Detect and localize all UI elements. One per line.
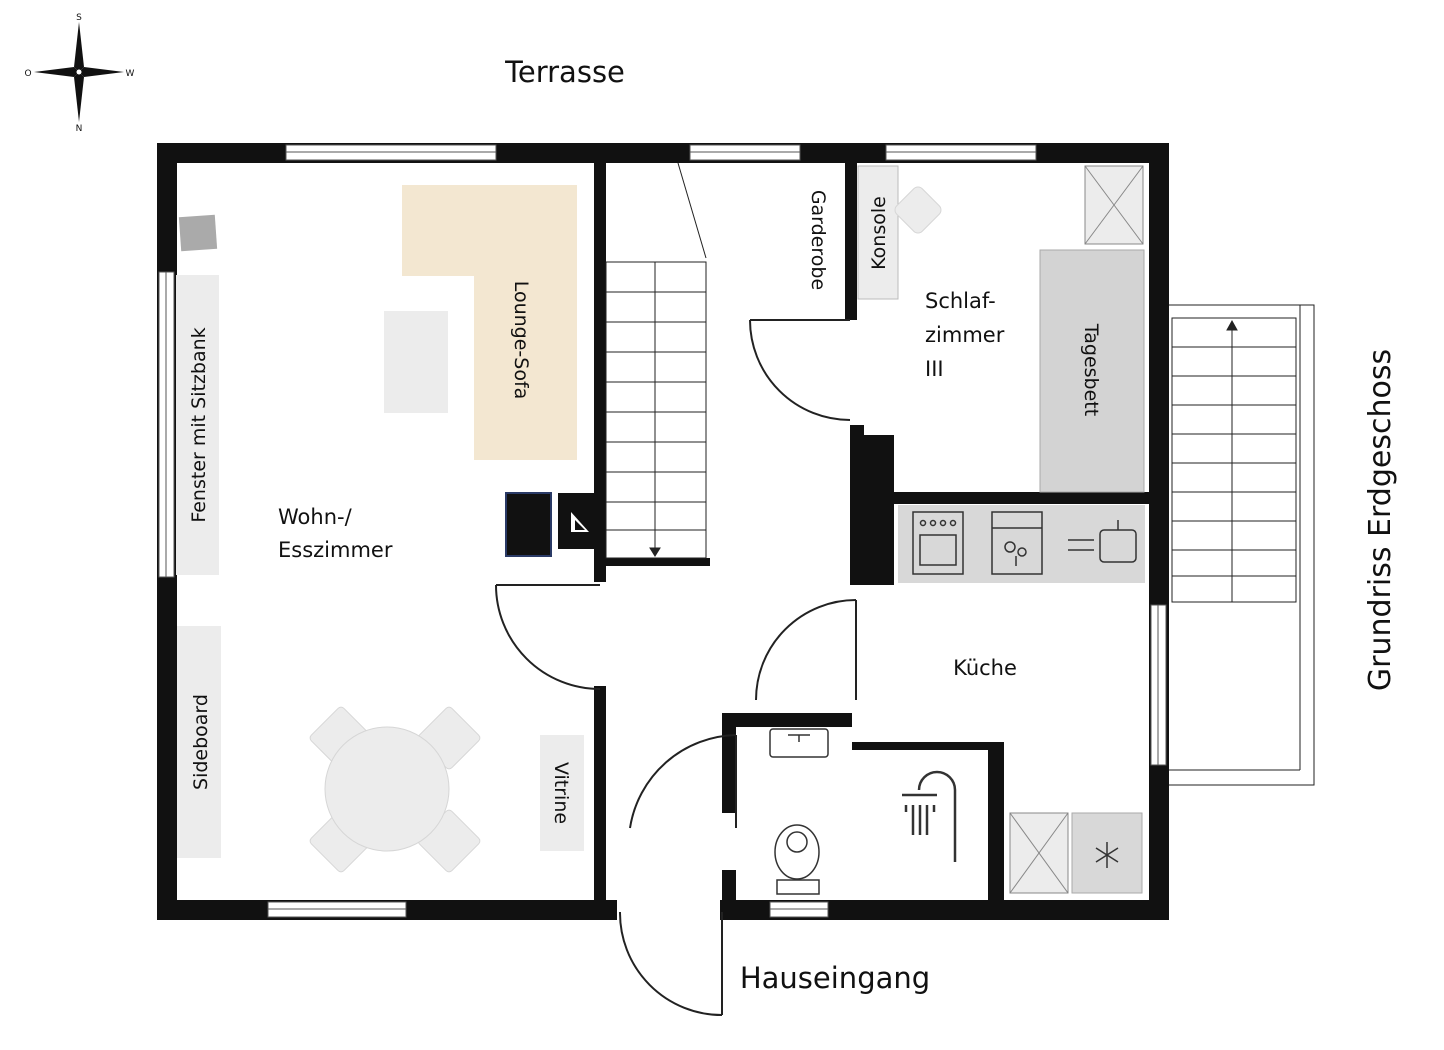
bathroom-fixtures [769, 728, 957, 895]
compass-north-label: N [76, 124, 83, 134]
living-room-label-line-1: Wohn-/ [278, 505, 353, 529]
washbasin-icon [769, 728, 829, 758]
windows [158, 144, 1167, 918]
vitrine [540, 735, 584, 851]
bedroom-label-line-3: III [925, 357, 944, 381]
lounge-sofa [402, 185, 577, 460]
terrace-label: Terrasse [504, 55, 625, 89]
daybed-label: Tagesbett [1080, 323, 1102, 416]
exterior-staircase [1169, 304, 1315, 786]
daybed [1039, 249, 1145, 493]
bedroom-furniture [857, 165, 1145, 493]
dining-table [309, 706, 481, 873]
shower-icon [902, 770, 957, 862]
living-room-label-line-2: Esszimmer [278, 538, 393, 562]
interior-staircase [605, 162, 707, 559]
stove-icon [912, 511, 964, 575]
toilet-icon [774, 824, 820, 895]
doors [495, 319, 857, 1016]
snowflake-icon [1095, 842, 1119, 868]
kitchen-label: Küche [953, 656, 1017, 680]
sideboard [177, 626, 221, 858]
kitchen-counter [898, 505, 1145, 583]
dishwasher-icon [991, 511, 1043, 575]
kitchen-appliances [898, 505, 1145, 894]
lounge-sofa-label: Lounge-Sofa [510, 281, 532, 400]
console [857, 165, 899, 300]
living-room-furniture [176, 185, 596, 873]
vitrine-label: Vitrine [550, 762, 572, 824]
window-bench [176, 275, 219, 575]
side-table [178, 214, 218, 252]
sideboard-label: Sideboard [190, 694, 212, 790]
bedroom-label: Schlaf- zimmer III [925, 289, 1011, 381]
bedroom-chair [894, 186, 942, 234]
window-bench-label: Fenster mit Sitzbank [188, 327, 210, 522]
console-label: Konsole [868, 196, 890, 270]
bedroom-label-line-1: Schlaf- [925, 289, 996, 313]
compass-rose: S N O W [24, 13, 134, 134]
floor-title: Grundriss Erdgeschoss [1363, 349, 1398, 691]
coffee-table [384, 311, 448, 413]
compass-south-label: S [76, 13, 82, 23]
kitchen-sink-icon [1068, 520, 1137, 563]
fireplace [505, 492, 552, 557]
wardrobe-label: Garderobe [807, 190, 829, 290]
compass-west-label: W [126, 69, 135, 79]
living-room-label: Wohn-/ Esszimmer [278, 505, 393, 562]
bedroom-label-line-2: zimmer [925, 323, 1005, 347]
entrance-label: Hauseingang [740, 961, 930, 995]
compass-east-label: O [24, 69, 31, 79]
